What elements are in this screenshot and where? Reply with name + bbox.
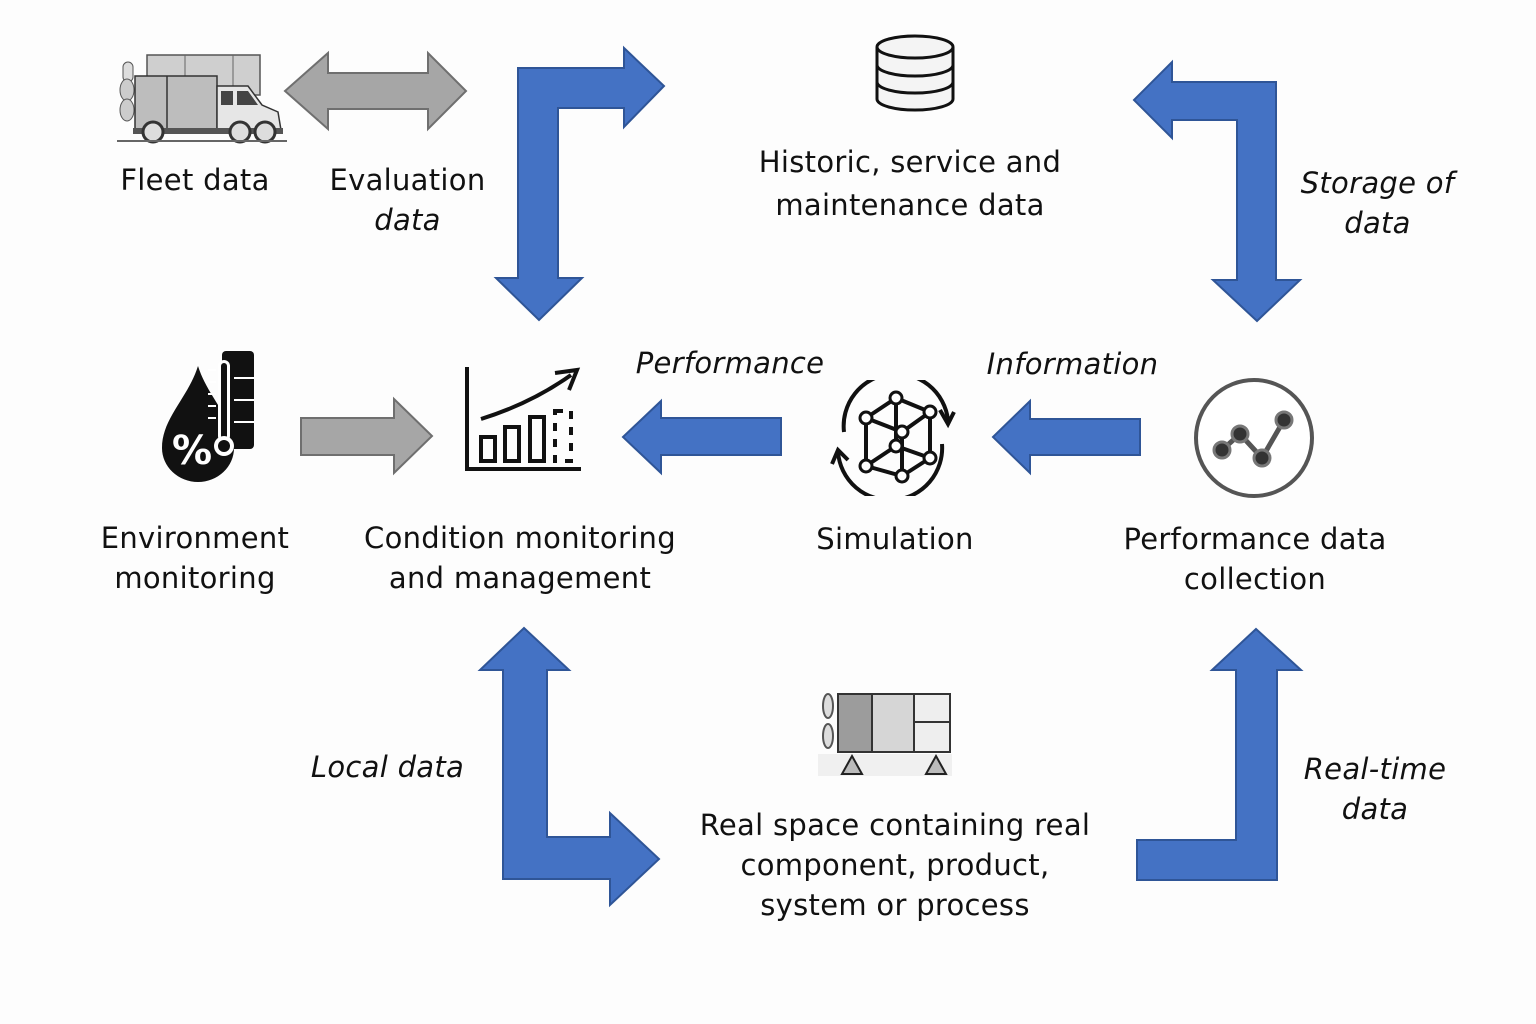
database-icon — [875, 34, 955, 112]
evaluation-double-arrow — [283, 50, 468, 132]
evaluation-data-label: Evaluation data — [310, 160, 505, 240]
storage-elbow-arrow — [1132, 59, 1303, 323]
performance-data-collection-label: Performance data collection — [1100, 519, 1410, 599]
environment-arrow — [300, 396, 434, 476]
machine-block-icon — [818, 693, 952, 776]
simulation-label: Simulation — [816, 522, 974, 556]
growth-chart-icon — [465, 367, 581, 471]
real-space-line2: component, product, — [740, 848, 1050, 882]
performance-label: Performance — [635, 346, 825, 380]
real-space-label: Real space containing real component, pr… — [690, 805, 1100, 925]
real-space-line1: Real space containing real — [699, 808, 1091, 842]
condition-line1: Condition monitoring — [364, 521, 676, 555]
historic-line1: Historic, service and — [758, 145, 1062, 179]
condition-line2: and management — [388, 561, 652, 595]
fleet-data-label: Fleet data — [120, 163, 270, 197]
performance-collection-line2: collection — [1183, 562, 1327, 596]
environment-line2: monitoring — [114, 561, 276, 595]
storage-data-label: Storage of data — [1290, 163, 1465, 243]
environment-line1: Environment — [100, 521, 290, 555]
real-space-line3: system or process — [760, 888, 1030, 922]
realtime-elbow-arrow — [1136, 627, 1304, 881]
realtime-line2: data — [1341, 792, 1409, 826]
condition-monitoring-label: Condition monitoring and management — [340, 518, 700, 598]
realtime-data-label: Real-time data — [1290, 749, 1460, 829]
information-label: Information — [986, 347, 1159, 381]
information-arrow — [991, 398, 1141, 476]
svg-text:%: % — [172, 428, 212, 474]
historic-condition-elbow-arrow — [493, 45, 666, 322]
realtime-line1: Real-time — [1303, 752, 1447, 786]
humidity-thermometer-icon: % — [162, 351, 254, 482]
local-data-label: Local data — [310, 750, 465, 784]
truck-icon — [117, 54, 287, 144]
storage-line2: data — [1344, 206, 1411, 240]
storage-line1: Storage of — [1300, 166, 1455, 200]
evaluation-line1: Evaluation — [329, 163, 486, 197]
evaluation-line2: data — [374, 203, 441, 237]
local-data-elbow-arrow — [477, 626, 661, 908]
historic-data-label: Historic, service and maintenance data — [720, 141, 1100, 227]
performance-arrow — [621, 398, 782, 476]
cube-cycle-icon — [830, 380, 956, 496]
performance-collection-line1: Performance data — [1123, 522, 1387, 556]
line-graph-circle-icon — [1194, 378, 1314, 498]
environment-monitoring-label: Environment monitoring — [80, 518, 310, 598]
historic-line2: maintenance data — [775, 188, 1045, 222]
